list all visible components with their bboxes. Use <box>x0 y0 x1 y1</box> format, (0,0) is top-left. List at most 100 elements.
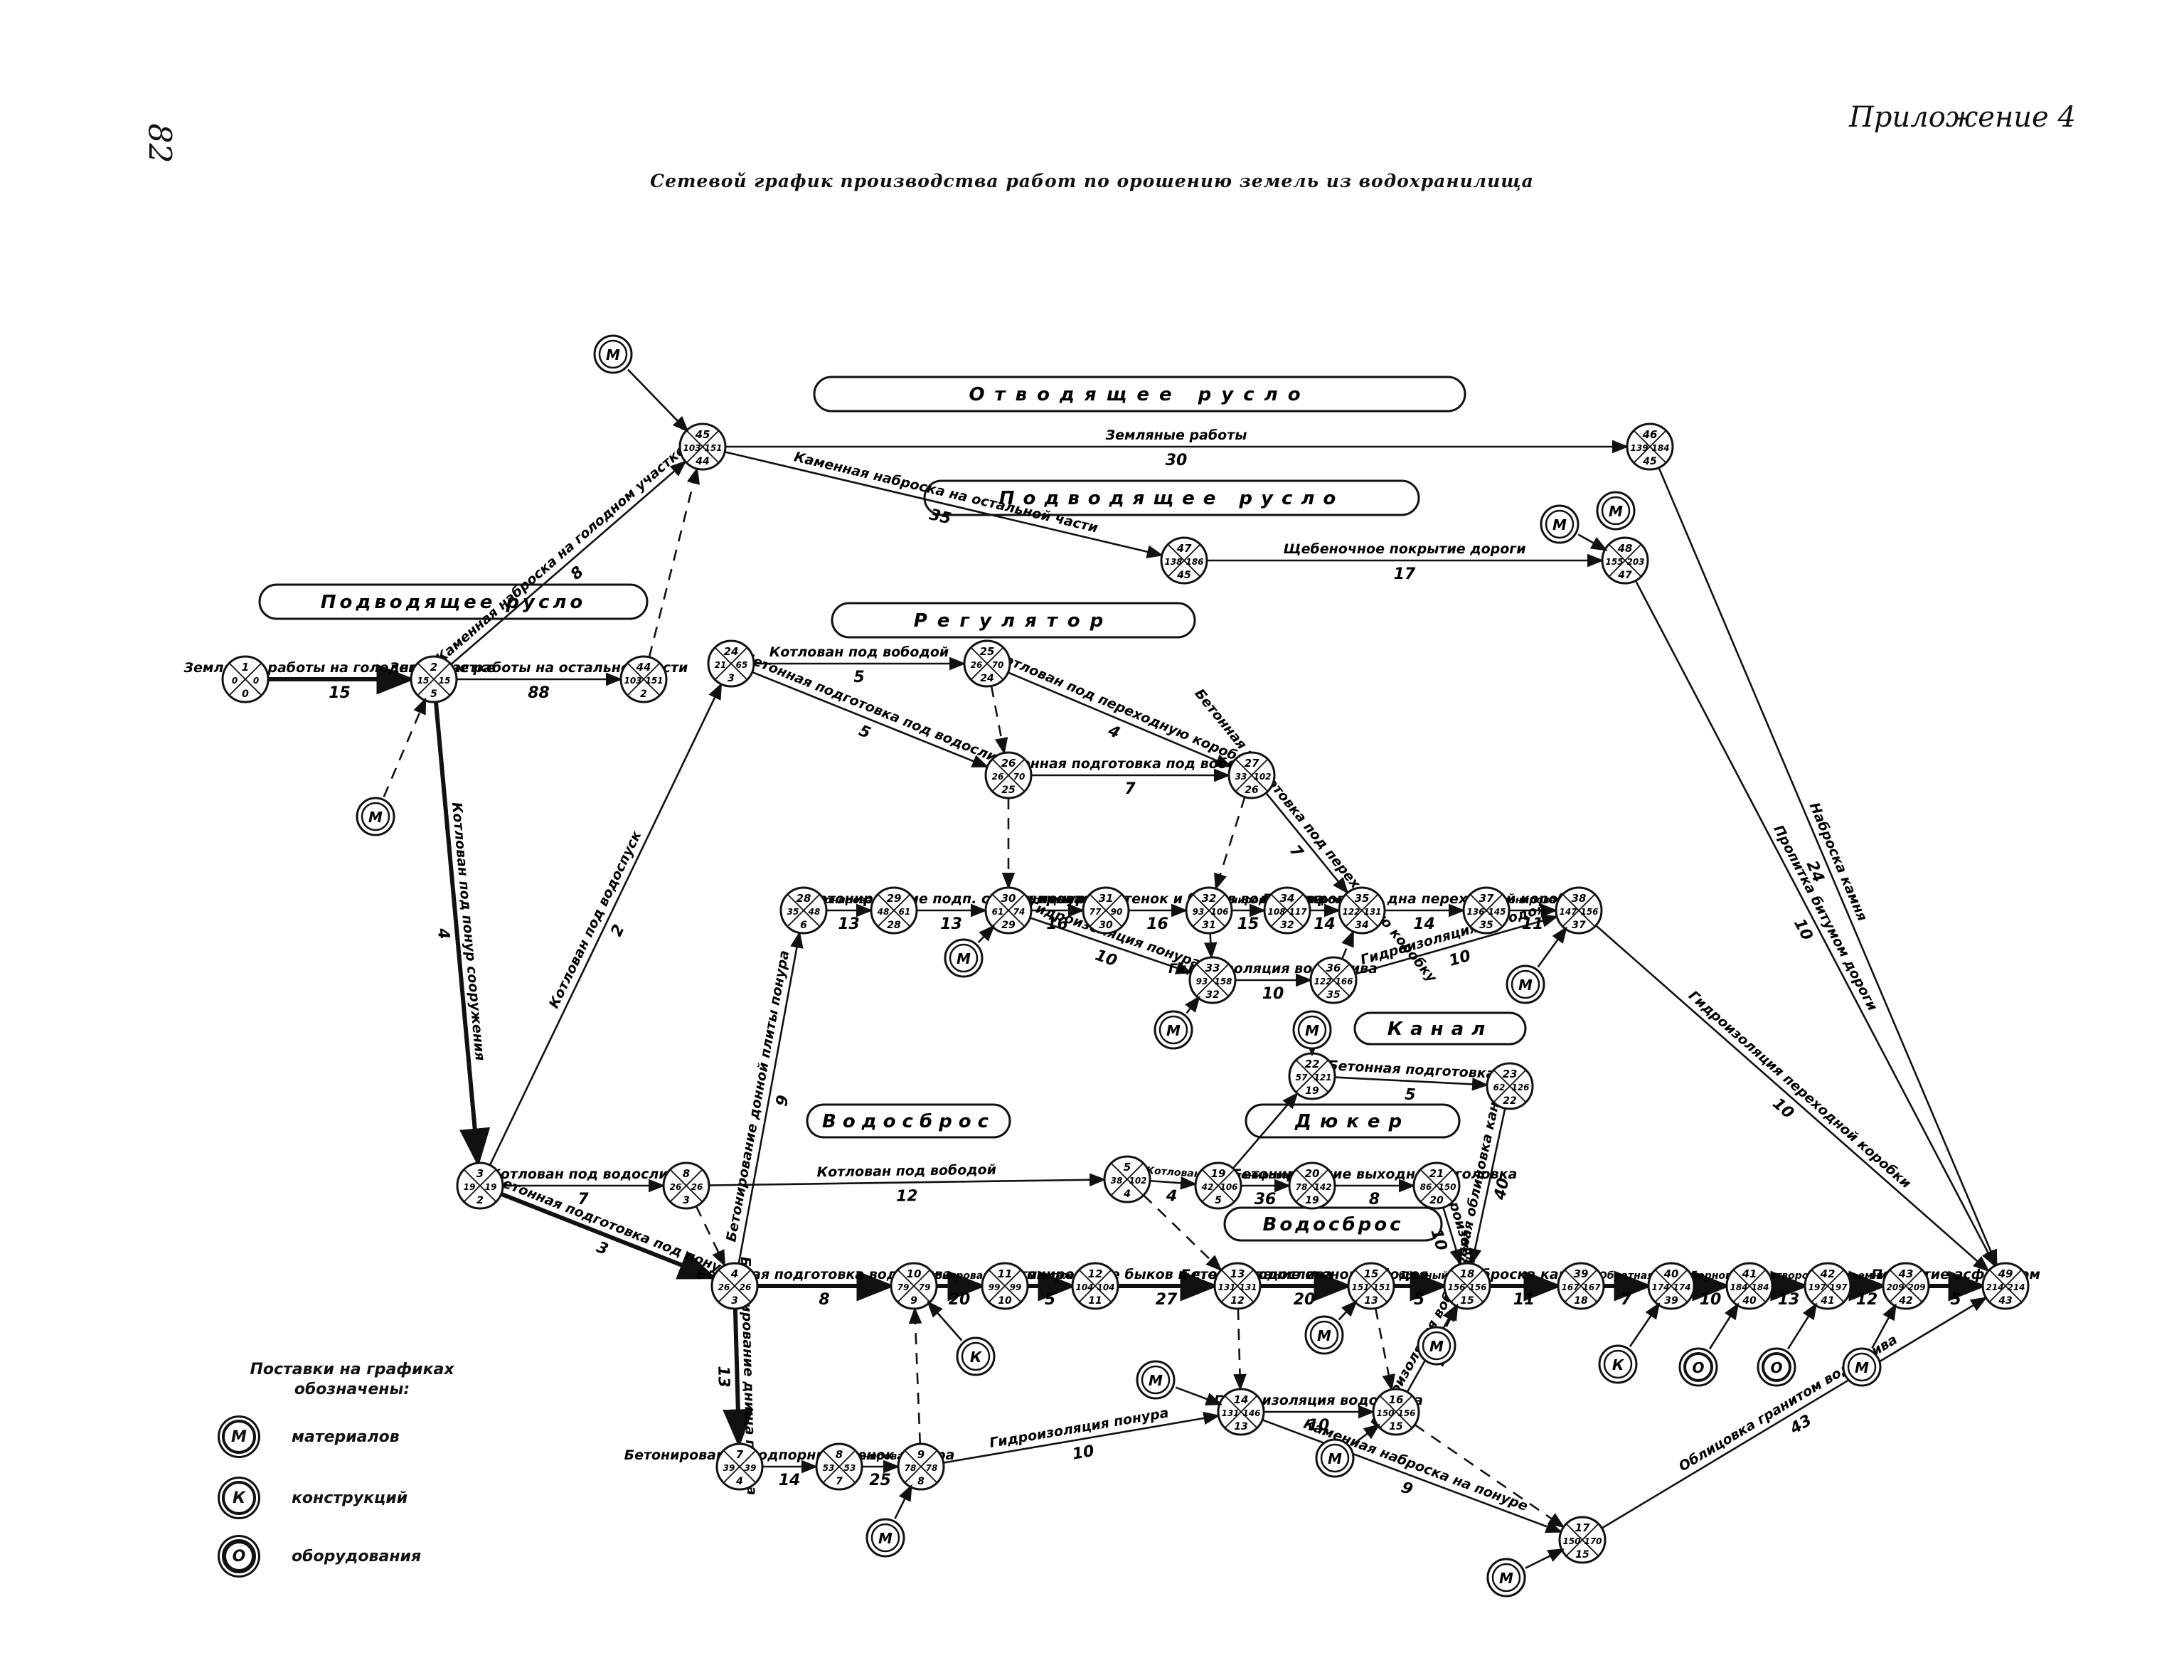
event-early-time: 209 <box>1886 1282 1904 1292</box>
event-early-time: 42 <box>1201 1182 1214 1192</box>
activity-duration: 5 <box>856 722 873 743</box>
activity-label: Сборного <box>1683 1270 1737 1282</box>
supply-symbol: М <box>1855 1359 1869 1376</box>
activity-arrow <box>737 931 804 1264</box>
event-reserve: 47 <box>1617 570 1632 581</box>
event-late-time: 90 <box>1111 907 1123 917</box>
legend-item-constructions: К конструкций <box>222 1481 407 1515</box>
event-number: 20 <box>1305 1167 1320 1180</box>
event-number: 32 <box>1202 892 1217 905</box>
activity-duration: 4 <box>1165 1187 1178 1206</box>
section-box-duker: Дюкер <box>1245 1103 1461 1139</box>
event-number: 33 <box>1205 962 1220 974</box>
event-late-time: 156 <box>1397 1408 1415 1418</box>
event-reserve: 2 <box>640 689 647 700</box>
supply-arrow <box>1351 1423 1380 1446</box>
supply-symbol: О <box>1692 1359 1704 1376</box>
event-early-time: 122 <box>1342 907 1360 917</box>
activity-duration: 3 <box>594 1238 610 1259</box>
event-reserve: 3 <box>728 673 735 684</box>
activity-duration: 13 <box>714 1366 733 1388</box>
activity-label: Монтаж <box>1027 1270 1074 1282</box>
event-number: 13 <box>1230 1267 1245 1280</box>
event-early-time: 139 <box>1630 443 1648 453</box>
event-reserve: 45 <box>1642 456 1657 467</box>
event-reserve: 44 <box>695 456 709 467</box>
supply-symbol: О <box>1770 1359 1782 1376</box>
event-early-time: 150 <box>1376 1408 1394 1418</box>
activity-arrow <box>943 1411 1220 1464</box>
event-early-time: 103 <box>683 443 701 453</box>
supply-arrow <box>1338 1299 1358 1321</box>
event-early-time: 150 <box>1562 1536 1580 1546</box>
event-number: 28 <box>797 892 811 905</box>
activity-label: Затворов <box>1762 1270 1816 1282</box>
supply-materials-icon: М <box>1540 504 1580 544</box>
event-late-time: 26 <box>691 1182 703 1192</box>
event-number: 26 <box>1001 757 1016 770</box>
event-late-time: 106 <box>1220 1182 1237 1192</box>
event-late-time: 106 <box>1210 907 1228 917</box>
activity-label: Бетонирование <box>1013 895 1101 906</box>
supply-arrow <box>1444 1303 1459 1327</box>
activity-duration: 15 <box>329 684 351 702</box>
supply-symbol: К <box>970 1349 983 1366</box>
event-late-time: 79 <box>919 1282 931 1292</box>
constructions-symbol-icon: К <box>222 1481 256 1515</box>
section-label: Дюкер <box>1294 1111 1410 1132</box>
event-reserve: 3 <box>683 1195 690 1206</box>
supply-materials-icon: М <box>1596 491 1636 531</box>
event-reserve: 29 <box>1001 920 1016 931</box>
event-number: 4 <box>730 1267 738 1280</box>
dummy-arrow <box>695 1206 726 1267</box>
activity-arrow <box>752 671 989 768</box>
dummy-arrow <box>1203 932 1218 959</box>
event-reserve: 4 <box>1123 1189 1131 1200</box>
activity-label: Бетонирование <box>804 895 893 906</box>
event-number: 21 <box>1429 1167 1444 1180</box>
activity-duration: 14 <box>779 1472 801 1489</box>
event-number: 23 <box>1503 1068 1518 1080</box>
event-late-time: 121 <box>1314 1073 1331 1083</box>
event-late-time: 61 <box>899 907 911 917</box>
supply-arrow <box>1525 1548 1565 1569</box>
event-number: 38 <box>1572 892 1587 905</box>
event-reserve: 35 <box>1326 989 1341 1001</box>
supply-materials-icon: М <box>1506 964 1545 1004</box>
supply-constructions-icon: К <box>1598 1344 1638 1384</box>
section-box-vodosbros1: Водосброс <box>806 1103 1011 1139</box>
activity-arrow <box>1468 1108 1506 1265</box>
event-number: 2 <box>430 661 437 674</box>
event-late-time: 70 <box>992 660 1004 670</box>
event-number: 15 <box>1364 1267 1379 1280</box>
event-early-time: 147 <box>1559 907 1577 917</box>
supply-materials-icon: М <box>356 797 395 836</box>
event-late-time: 197 <box>1829 1282 1848 1292</box>
section-label: Отводящее русло <box>969 384 1310 405</box>
supply-arrow <box>1185 995 1200 1014</box>
supply-materials-icon: М <box>865 1518 905 1558</box>
supply-symbol: М <box>606 346 620 363</box>
event-early-time: 138 <box>1164 557 1182 567</box>
event-early-time: 57 <box>1296 1073 1308 1083</box>
activity-duration: 10 <box>1308 1417 1330 1435</box>
event-reserve: 10 <box>998 1295 1012 1307</box>
event-number: 36 <box>1326 962 1341 974</box>
legend-label: оборудования <box>292 1547 422 1565</box>
